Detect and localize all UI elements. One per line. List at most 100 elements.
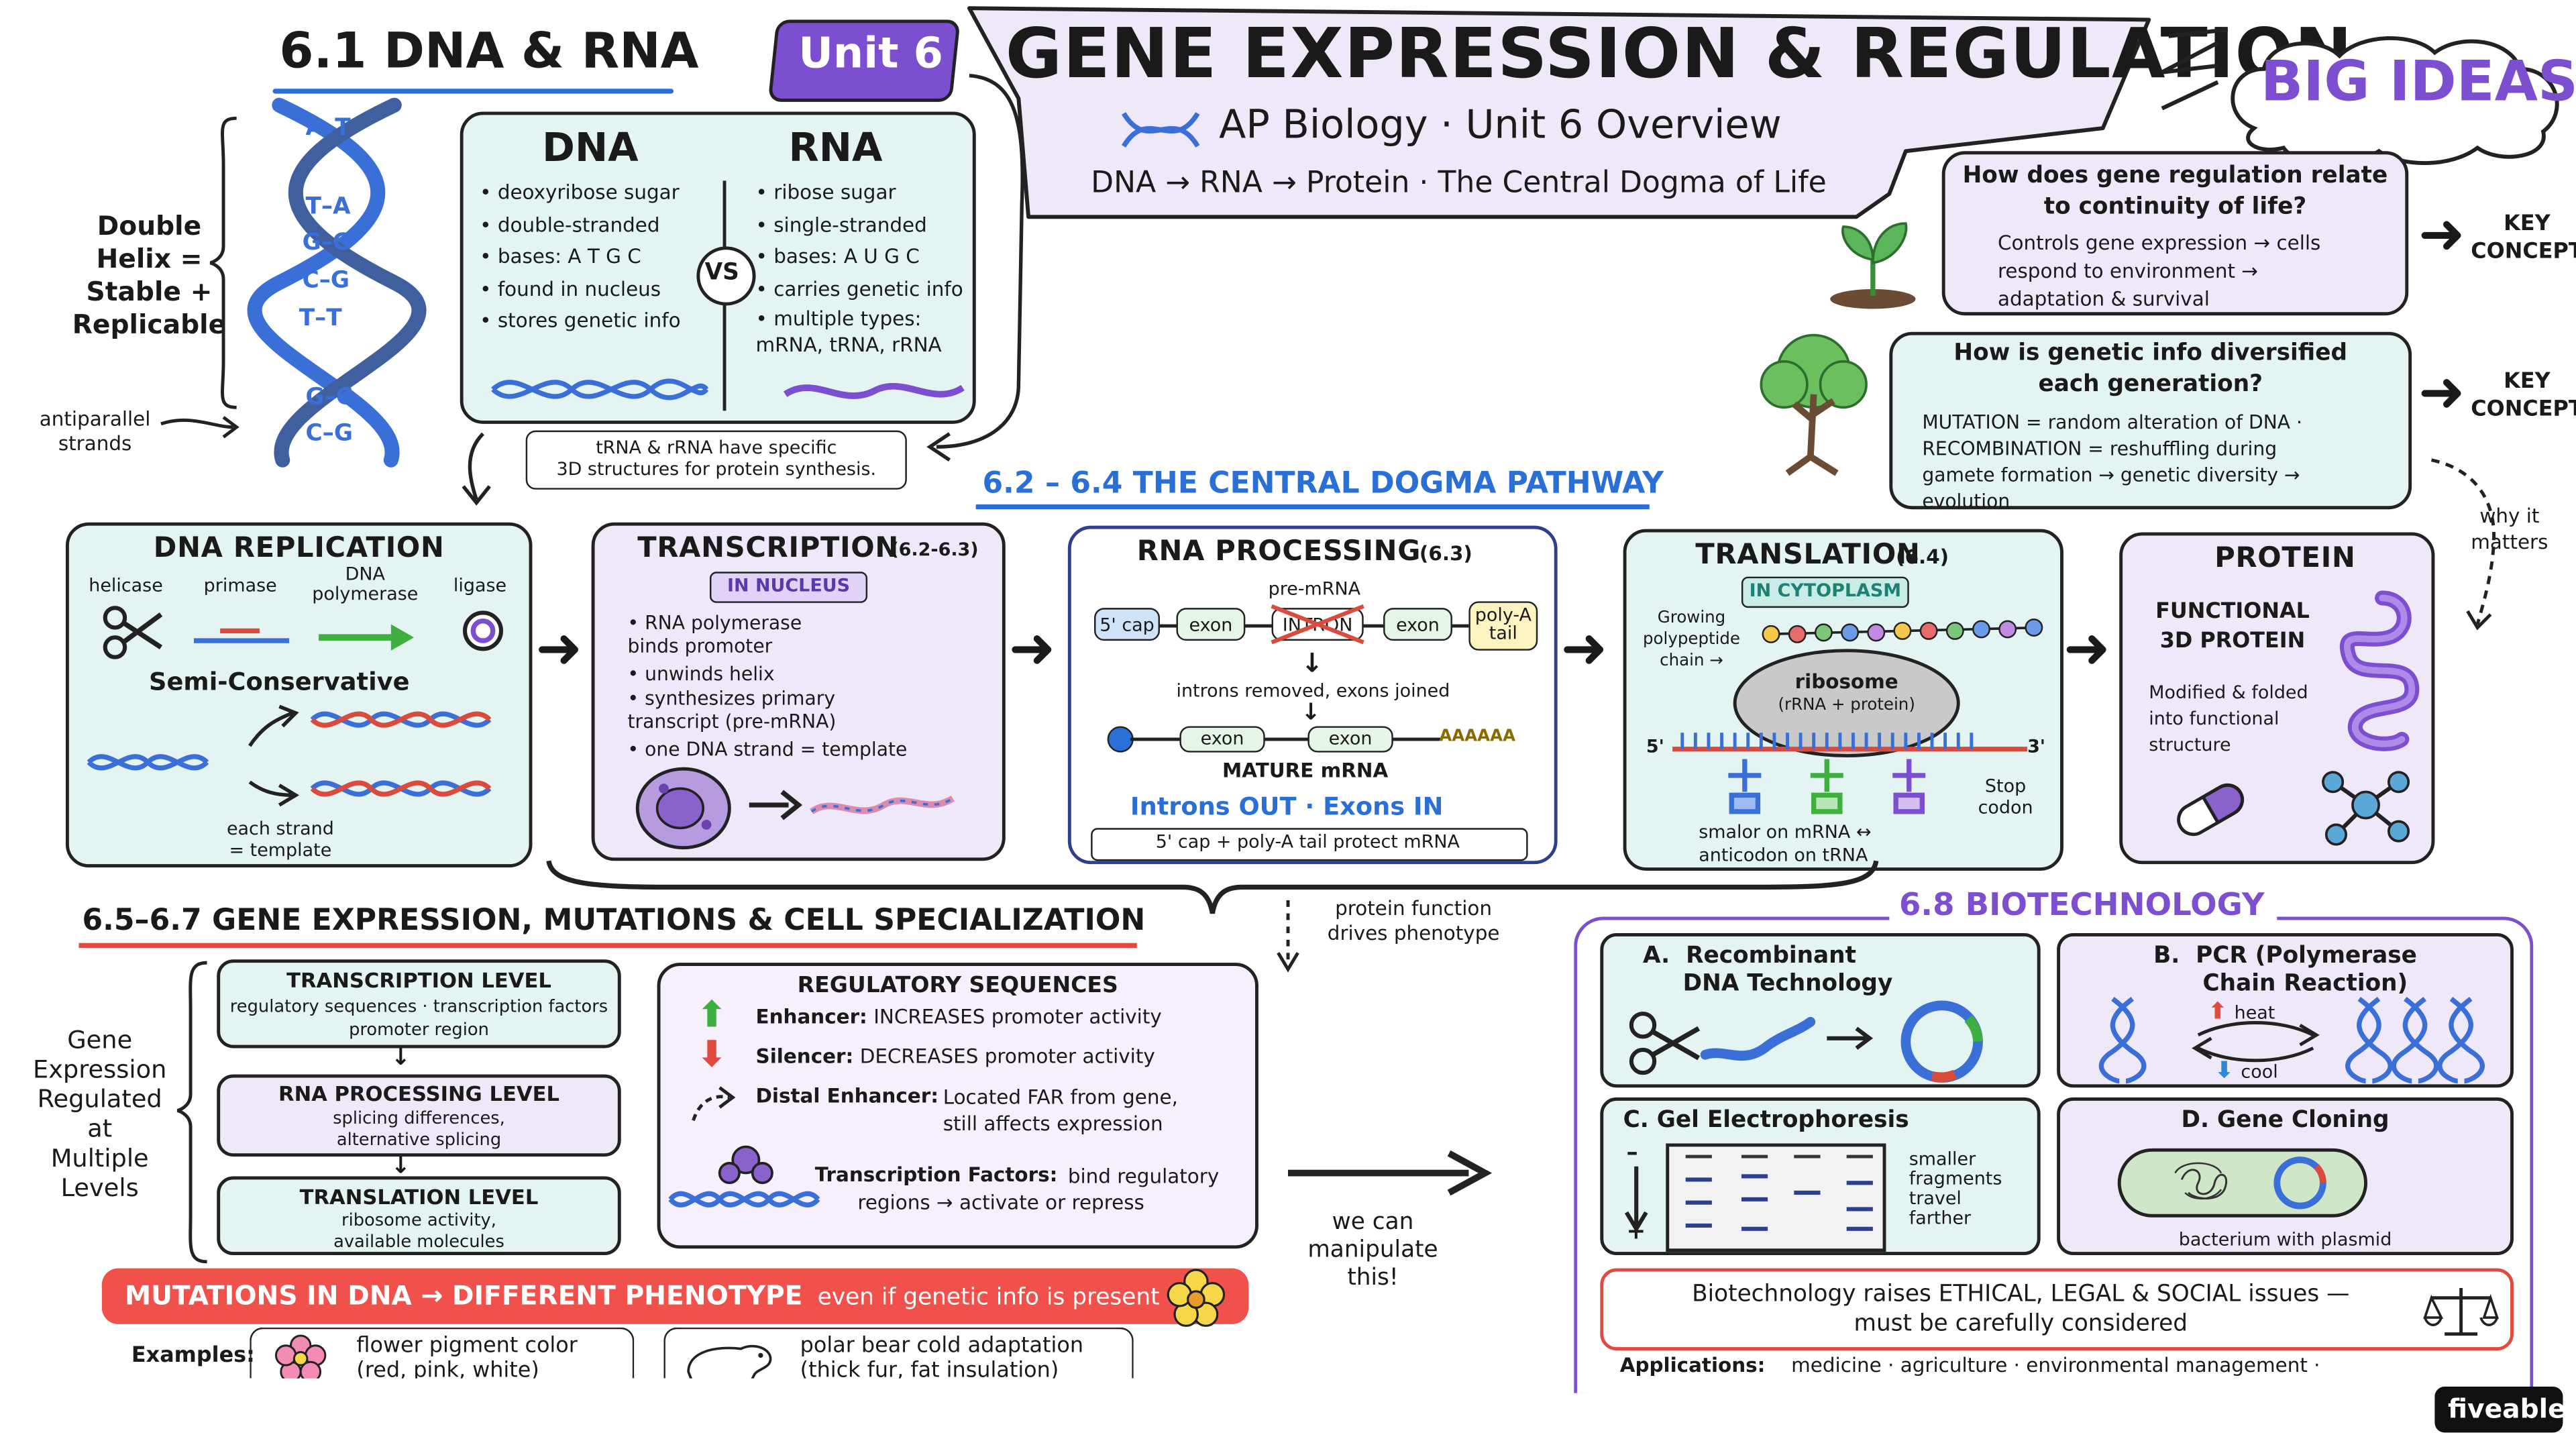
- biotech-title: 6.8 BIOTECHNOLOGY: [1899, 887, 2265, 924]
- big-idea-2-question: How is genetic info diversified each gen…: [1953, 339, 2348, 398]
- pair-6: G–C: [305, 384, 353, 411]
- polypeptide-label: Growing polypeptide chain →: [1643, 609, 1741, 671]
- biotech-a-box: A. Recombinant DNA Technology: [1600, 933, 2041, 1088]
- pre-mrna-label: pre-mRNA: [1268, 578, 1361, 600]
- why-dashed-arrow: [2431, 458, 2496, 631]
- processing-footer-box: [1091, 828, 1528, 861]
- function-note: protein function drives phenotype: [1327, 897, 1500, 945]
- gel-down-arrow: [1624, 1166, 1648, 1233]
- rna-item: carries genetic info: [756, 274, 963, 306]
- flow-arrow-2: ➜: [1008, 616, 1056, 682]
- enhancer-value: INCREASES promoter activity: [873, 1005, 1162, 1029]
- biotech-d-title: D. Gene Cloning: [2181, 1107, 2390, 1134]
- tf-key: Transcription Factors:: [814, 1163, 1058, 1187]
- stop-codon: Stop codon: [1978, 775, 2033, 818]
- gel-bands: [1685, 1155, 1873, 1231]
- tf-dna-icon: [668, 1145, 820, 1208]
- translation-title: TRANSLATION: [1695, 539, 1921, 572]
- rna-item: bases: A U G C: [756, 241, 963, 274]
- exon-pill: exon: [1176, 608, 1246, 641]
- distal-arrow-icon: [692, 1086, 736, 1122]
- biotech-c-title: C. Gel Electrophoresis: [1623, 1107, 1909, 1134]
- cytoplasm-badge: [1741, 576, 1909, 608]
- rna-item: multiple types: mRNA, tRNA, rRNA: [756, 306, 963, 358]
- processing-footer: 5' cap + poly-A tail protect mRNA: [1155, 831, 1460, 853]
- expression-title-underline: [78, 943, 1137, 947]
- rna-item: single-stranded: [756, 209, 963, 241]
- example-2-text: polar bear cold adaptation (thick fur, f…: [800, 1334, 1084, 1379]
- examples-label: Examples:: [131, 1344, 255, 1369]
- silencer-key: Silencer:: [755, 1044, 854, 1068]
- unit-badge-label: Unit 6: [798, 30, 943, 79]
- level-translation: TRANSLATION LEVEL ribosome activity, ava…: [217, 1176, 621, 1256]
- regulatory-box: REGULATORY SEQUENCES ⬆ Enhancer: INCREAS…: [657, 963, 1258, 1249]
- transcription-ref: (6.2-6.3): [890, 539, 979, 561]
- pathway-title: 6.2 – 6.4 THE CENTRAL DOGMA PATHWAY: [982, 466, 1664, 501]
- rna-item: ribose sugar: [756, 177, 963, 209]
- polypeptide-chain: [1762, 619, 2043, 643]
- mutation-banner-text: MUTATIONS IN DNA → DIFFERENT PHENOTYPE e…: [125, 1280, 1159, 1311]
- down-arrow: ↓: [1301, 647, 1324, 679]
- semi-conservative: Semi-Conservative: [149, 667, 410, 697]
- level-desc: regulatory sequences · transcription fac…: [229, 997, 608, 1040]
- exon-pill: exon: [1383, 608, 1452, 641]
- down-arrow: ↓: [390, 1153, 411, 1180]
- down-arrow-replication: [462, 432, 491, 506]
- mature-mrna: MATURE mRNA: [1222, 759, 1389, 782]
- protein-title: PROTEIN: [2214, 542, 2356, 576]
- pair-5: T–T: [299, 305, 342, 332]
- ethics-box: Biotechnology raises ETHICAL, LEGAL & SO…: [1600, 1268, 2514, 1351]
- level-rna-processing: RNA PROCESSING LEVEL splicing difference…: [217, 1074, 621, 1157]
- example-1-box: flower pigment color (red, pink, white): [250, 1327, 635, 1379]
- capsule-icon: [2177, 783, 2245, 837]
- biotech-b-title: B. PCR (Polymerase Chain Reaction): [2153, 943, 2417, 998]
- scales-icon: [2423, 1288, 2500, 1336]
- recombinant-icon: [1629, 1000, 1983, 1083]
- cytoplasm-badge-label: IN CYTOPLASM: [1749, 580, 1902, 602]
- trna-note-text: tRNA & rRNA have specific 3D structures …: [556, 437, 877, 480]
- levels-bracket: [176, 961, 207, 1264]
- dna-item: stores genetic info: [480, 306, 681, 338]
- distal-value: Located FAR from gene, still affects exp…: [943, 1085, 1178, 1136]
- three-prime: 3': [2027, 736, 2046, 757]
- enhancer-key: Enhancer:: [755, 1005, 867, 1029]
- biotech-b-box: B. PCR (Polymerase Chain Reaction) ⬆ hea…: [2057, 933, 2514, 1088]
- level-desc: ribosome activity, available molecules: [333, 1210, 504, 1252]
- transcription-item: synthesizes primary transcript (pre-mRNA…: [628, 687, 908, 733]
- polya-tail: AAAAAA: [1439, 727, 1516, 746]
- pink-flower-icon: [274, 1334, 327, 1379]
- big-idea-2-answer: MUTATION = random alteration of DNA · RE…: [1922, 411, 2303, 513]
- gel-box: [1666, 1143, 1886, 1252]
- polymerase-arrow-icon: [319, 624, 415, 651]
- key-concept-2: KEY CONCEPT: [2471, 370, 2576, 423]
- vs-label: VS: [704, 259, 739, 286]
- big-ideas-label: BIG IDEAS: [2260, 49, 2576, 115]
- rna-list: ribose sugar single-stranded bases: A U …: [756, 177, 963, 358]
- expression-title: 6.5–6.7 GENE EXPRESSION, MUTATIONS & CEL…: [82, 903, 1146, 938]
- enzyme-primase: primase: [203, 575, 277, 596]
- pair-3: G–C: [302, 229, 350, 257]
- ribosome-icon: [1733, 649, 1960, 757]
- ligase-icon: [463, 610, 504, 651]
- level-title: RNA PROCESSING LEVEL: [278, 1081, 559, 1106]
- polar-bear-icon: [687, 1344, 772, 1379]
- folded-protein-icon: [2339, 590, 2420, 751]
- level-desc: splicing differences, alternative splici…: [333, 1109, 505, 1150]
- vs-circle: [696, 246, 756, 306]
- applications-row: Applications: medicine · agriculture · e…: [1620, 1354, 2320, 1380]
- sprout-icon: [1830, 222, 1916, 309]
- section-61-underline: [272, 89, 674, 94]
- phenotype-dashed-arrow: [1277, 900, 1299, 973]
- introns-slogan: Introns OUT · Exons IN: [1130, 792, 1444, 822]
- dna-strand-icon: [491, 378, 709, 400]
- brand-label: fiveable: [2448, 1393, 2566, 1425]
- pcr-icon: [2098, 997, 2485, 1084]
- enzyme-ligase: ligase: [453, 575, 507, 596]
- dna-item: found in nucleus: [480, 274, 680, 306]
- helix-label: Double Helix = Stable + Replicable: [72, 210, 227, 340]
- mature-exon-1: exon: [1179, 726, 1265, 753]
- biotech-d-note: bacterium with plasmid: [2178, 1228, 2392, 1250]
- double-helix-icon: [247, 97, 427, 468]
- cool-down-icon: ⬇: [2214, 1058, 2234, 1085]
- primase-icon: [193, 628, 290, 643]
